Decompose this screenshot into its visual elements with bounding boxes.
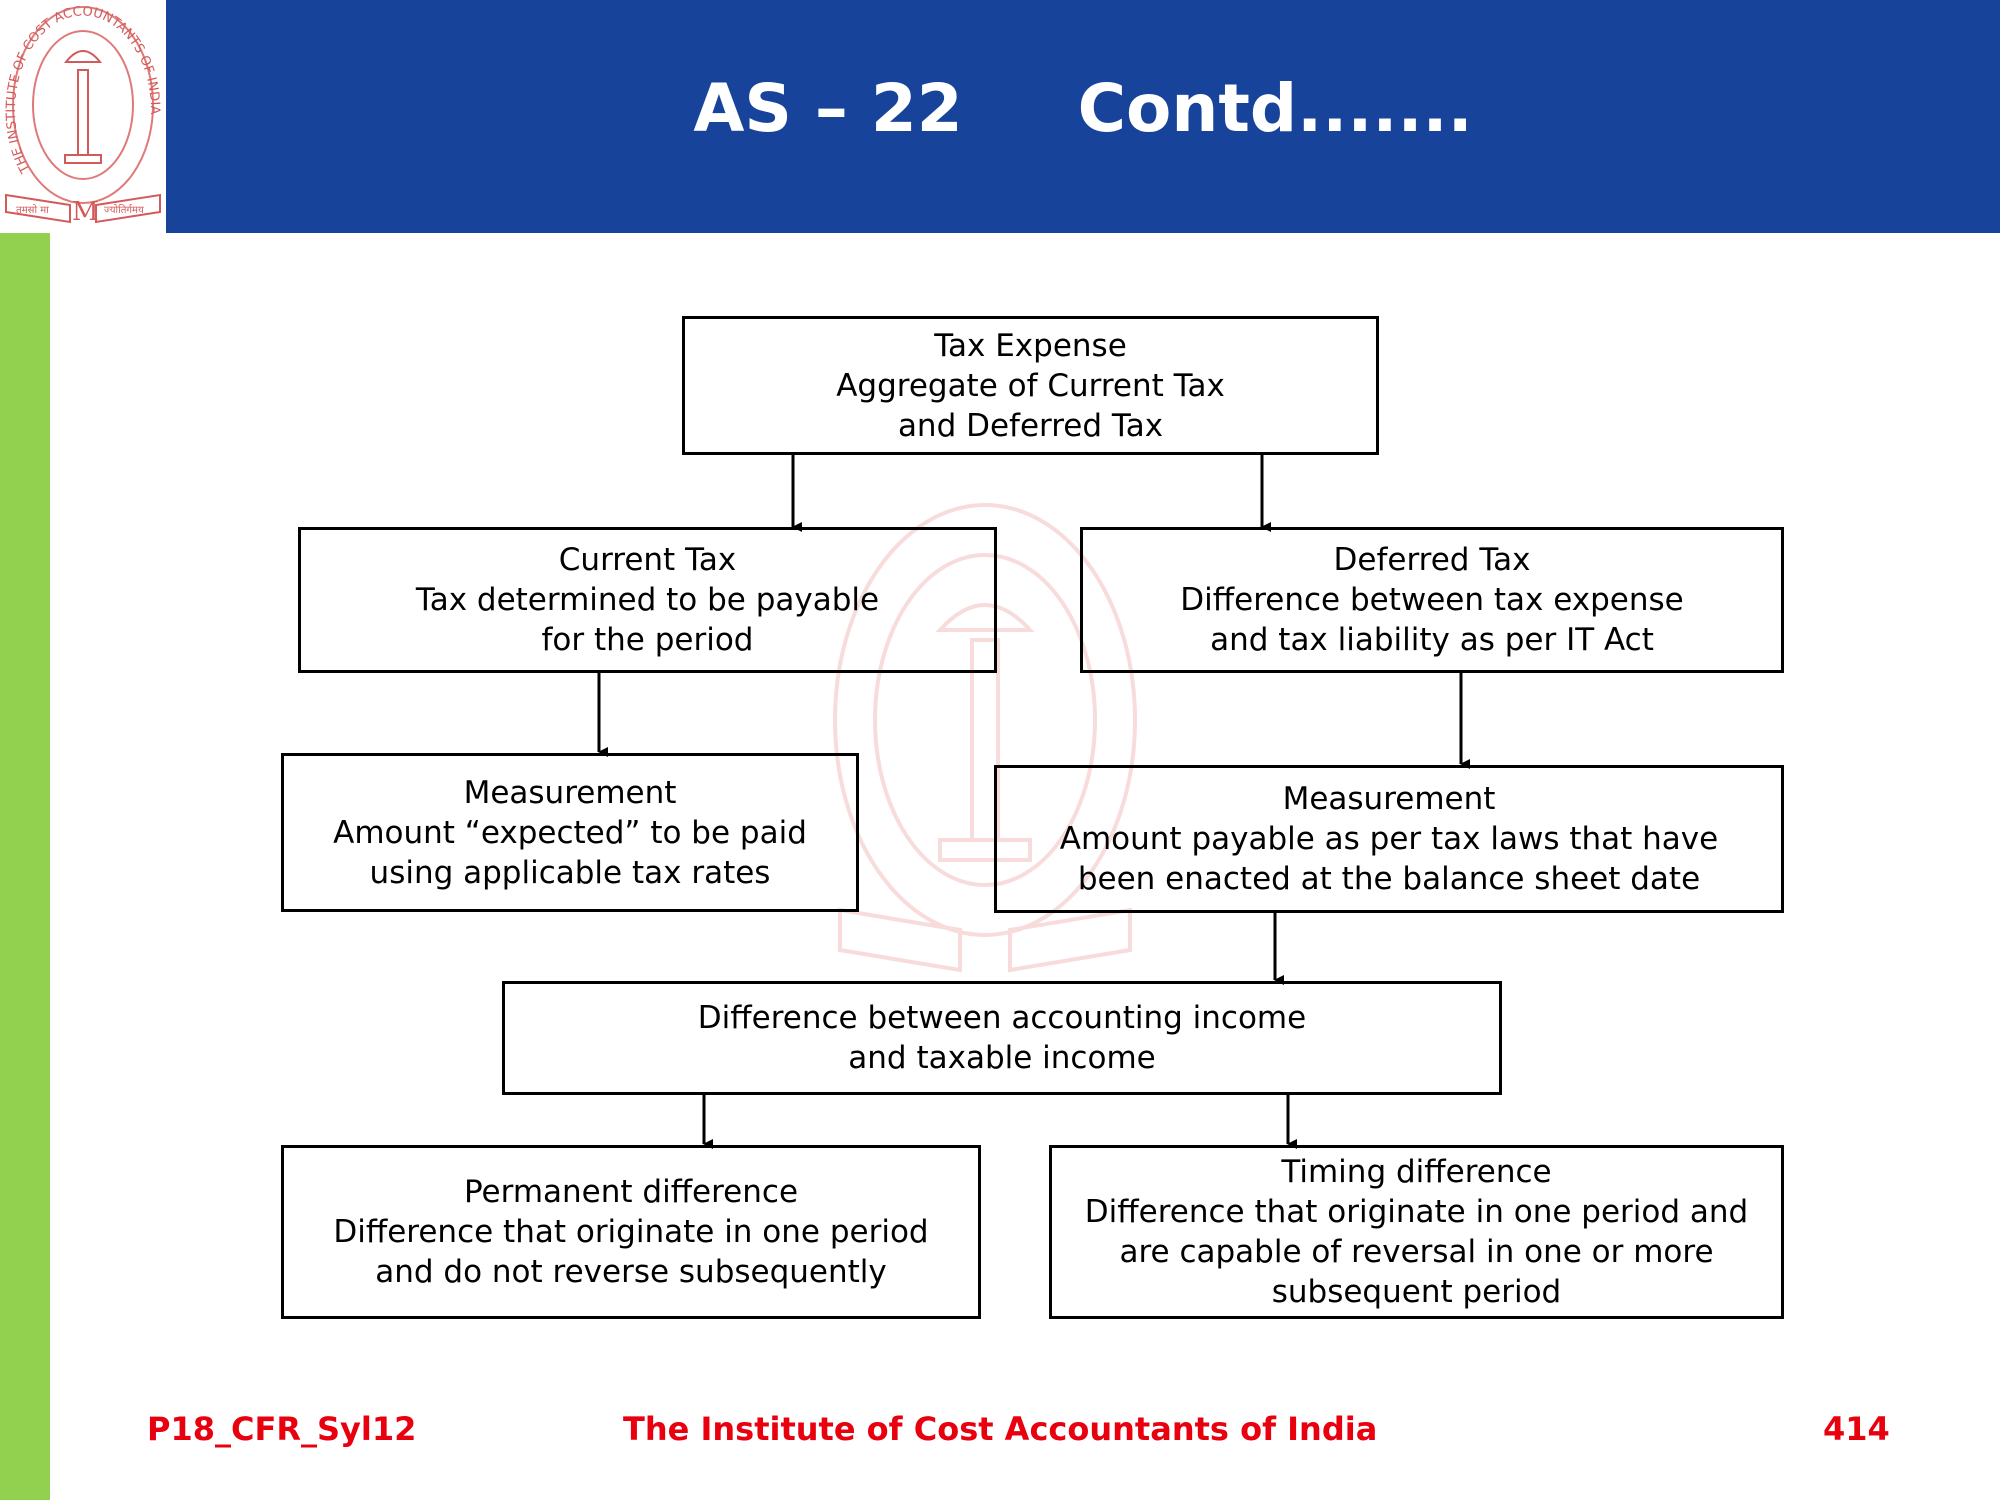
footer-page-number: 414 — [1823, 1410, 1890, 1448]
footer-institute-name: The Institute of Cost Accountants of Ind… — [623, 1410, 1378, 1448]
current-measurement-line1: Amount “expected” to be paid — [333, 814, 807, 851]
timing-difference-line2: are capable of reversal in one or more — [1119, 1234, 1714, 1270]
tax-expense-box: Tax Expense Aggregate of Current Tax and… — [682, 316, 1379, 455]
timing-difference-line1: Difference that originate in one period … — [1084, 1194, 1749, 1230]
logo-watermark — [820, 490, 1150, 1000]
timing-difference-line3: subsequent period — [1271, 1274, 1562, 1310]
logo-banner-right: ज्योतिर्गमय — [104, 204, 144, 216]
deferred-measurement-box: Measurement Amount payable as per tax la… — [994, 765, 1784, 913]
permanent-difference-box: Permanent difference Difference that ori… — [281, 1145, 981, 1319]
deferred-tax-line1: Difference between tax expense — [1180, 582, 1684, 618]
institute-logo: THE INSTITUTE OF COST ACCOUNTANTS OF IND… — [0, 0, 166, 233]
header-bar — [166, 0, 2000, 233]
logo-monogram: M — [72, 197, 99, 227]
timing-difference-title: Timing difference — [1281, 1154, 1552, 1190]
current-tax-line1: Tax determined to be payable — [415, 582, 880, 618]
income-difference-line2: and taxable income — [848, 1040, 1156, 1076]
slide-title: AS – 22 Contd....... — [693, 70, 1473, 147]
tax-expense-title: Tax Expense — [934, 327, 1127, 364]
footer-course-code: P18_CFR_Syl12 — [147, 1410, 417, 1448]
logo-banner-left: तमसो मा — [16, 204, 49, 216]
current-tax-title: Current Tax — [558, 542, 737, 578]
tax-expense-line1: Aggregate of Current Tax — [836, 367, 1225, 404]
side-accent-bar — [0, 233, 50, 1500]
deferred-measurement-line2: been enacted at the balance sheet date — [1077, 861, 1701, 897]
deferred-measurement-line1: Amount payable as per tax laws that have — [1059, 821, 1719, 857]
current-tax-box: Current Tax Tax determined to be payable… — [298, 527, 997, 673]
income-difference-box: Difference between accounting income and… — [502, 981, 1502, 1095]
deferred-tax-line2: and tax liability as per IT Act — [1210, 622, 1654, 658]
tax-expense-line2: and Deferred Tax — [897, 407, 1164, 444]
current-measurement-line2: using applicable tax rates — [369, 854, 771, 891]
permanent-difference-line1: Difference that originate in one period — [333, 1214, 929, 1250]
permanent-difference-line2: and do not reverse subsequently — [375, 1254, 887, 1290]
income-difference-line1: Difference between accounting income — [697, 1000, 1307, 1036]
deferred-tax-title: Deferred Tax — [1333, 542, 1531, 578]
deferred-tax-box: Deferred Tax Difference between tax expe… — [1080, 527, 1784, 673]
deferred-measurement-title: Measurement — [1282, 781, 1496, 817]
permanent-difference-title: Permanent difference — [463, 1174, 799, 1210]
timing-difference-box: Timing difference Difference that origin… — [1049, 1145, 1784, 1319]
current-tax-line2: for the period — [541, 622, 754, 658]
current-measurement-title: Measurement — [463, 774, 677, 811]
current-measurement-box: Measurement Amount “expected” to be paid… — [281, 753, 859, 912]
